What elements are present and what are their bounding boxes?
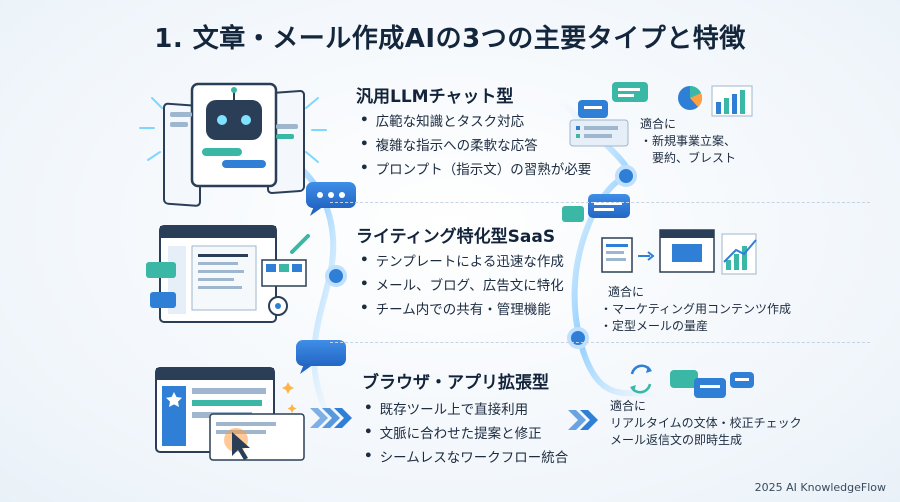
credit-text: 2025 AI KnowledgeFlow [754, 481, 886, 494]
chat-bubbles-icon [569, 82, 648, 147]
list-item: •広範な知識とタスク対応 [360, 112, 525, 130]
editor-window-icon [146, 225, 310, 323]
list-item: •文脈に合わせた提案と修正 [364, 424, 542, 442]
list-item: •複雑な指示への柔軟な応答 [360, 136, 538, 154]
flow-line-right [557, 97, 663, 403]
section-divider [330, 342, 870, 343]
bullet-marker: • [364, 400, 373, 416]
section-bullets-general-llm: •広範な知識とタスク対応 •複雑な指示への柔軟な応答 •プロンプト（指示文）の習… [360, 108, 591, 180]
list-item: •プロンプト（指示文）の習熟が必要 [360, 160, 592, 178]
section-title-writing-saas: ライティング特化型SaaS [356, 227, 556, 247]
list-item: •テンプレートによる迅速な作成 [360, 252, 564, 270]
list-item: •チーム内での共有・管理機能 [360, 300, 551, 318]
bullet-marker: • [360, 300, 369, 316]
node-dot [567, 327, 589, 349]
chat-bubble-icon [296, 340, 346, 374]
robot-chat-icon [139, 82, 327, 207]
browser-extension-icon [155, 367, 305, 461]
pie-chart-icon [678, 85, 703, 110]
chat-bubbles-icon [562, 194, 630, 222]
page-title: 1. 文章・メール作成AIの3つの主要タイプと特徴 [154, 24, 746, 54]
section-bullets-writing-saas: •テンプレートによる迅速な作成 •メール、ブログ、広告文に特化 •チーム内での共… [360, 248, 564, 320]
bullet-marker: • [360, 276, 369, 292]
bullet-marker: • [364, 448, 373, 464]
node-dot [615, 165, 637, 187]
document-to-code-icon [601, 229, 715, 273]
bar-chart-icon [711, 85, 753, 117]
chevron-arrows-icon [310, 408, 352, 428]
suitable-for-general-llm: 適合に ・新規事業立案、 要約、ブレスト [640, 117, 737, 165]
chevron-arrows-icon [568, 410, 598, 430]
bullet-marker: • [364, 424, 373, 440]
suitable-for-browser-extension: 適合に リアルタイムの文体・校正チェック メール返信文の即時生成 [610, 399, 802, 447]
sync-icon [630, 364, 652, 394]
bullet-marker: • [360, 252, 369, 268]
bullet-marker: • [360, 136, 369, 152]
node-dot [325, 265, 347, 287]
list-item: •既存ツール上で直接利用 [364, 400, 529, 418]
list-item: •メール、ブログ、広告文に特化 [360, 276, 564, 294]
section-title-browser-extension: ブラウザ・アプリ拡張型 [362, 373, 549, 393]
list-item: •シームレスなワークフロー統合 [364, 448, 569, 466]
growth-chart-icon [721, 233, 757, 275]
section-title-general-llm: 汎用LLMチャット型 [356, 87, 514, 107]
chat-bubble-icon [306, 182, 356, 216]
section-bullets-browser-extension: •既存ツール上で直接利用 •文脈に合わせた提案と修正 •シームレスなワークフロー… [364, 396, 568, 468]
suitable-for-writing-saas: 適合に ・マーケティング用コンテンツ作成 ・定型メールの量産 [600, 285, 792, 333]
chat-bubbles-icon [670, 370, 754, 398]
bullet-marker: • [360, 112, 369, 128]
section-divider [330, 202, 870, 203]
bullet-marker: • [360, 160, 369, 176]
